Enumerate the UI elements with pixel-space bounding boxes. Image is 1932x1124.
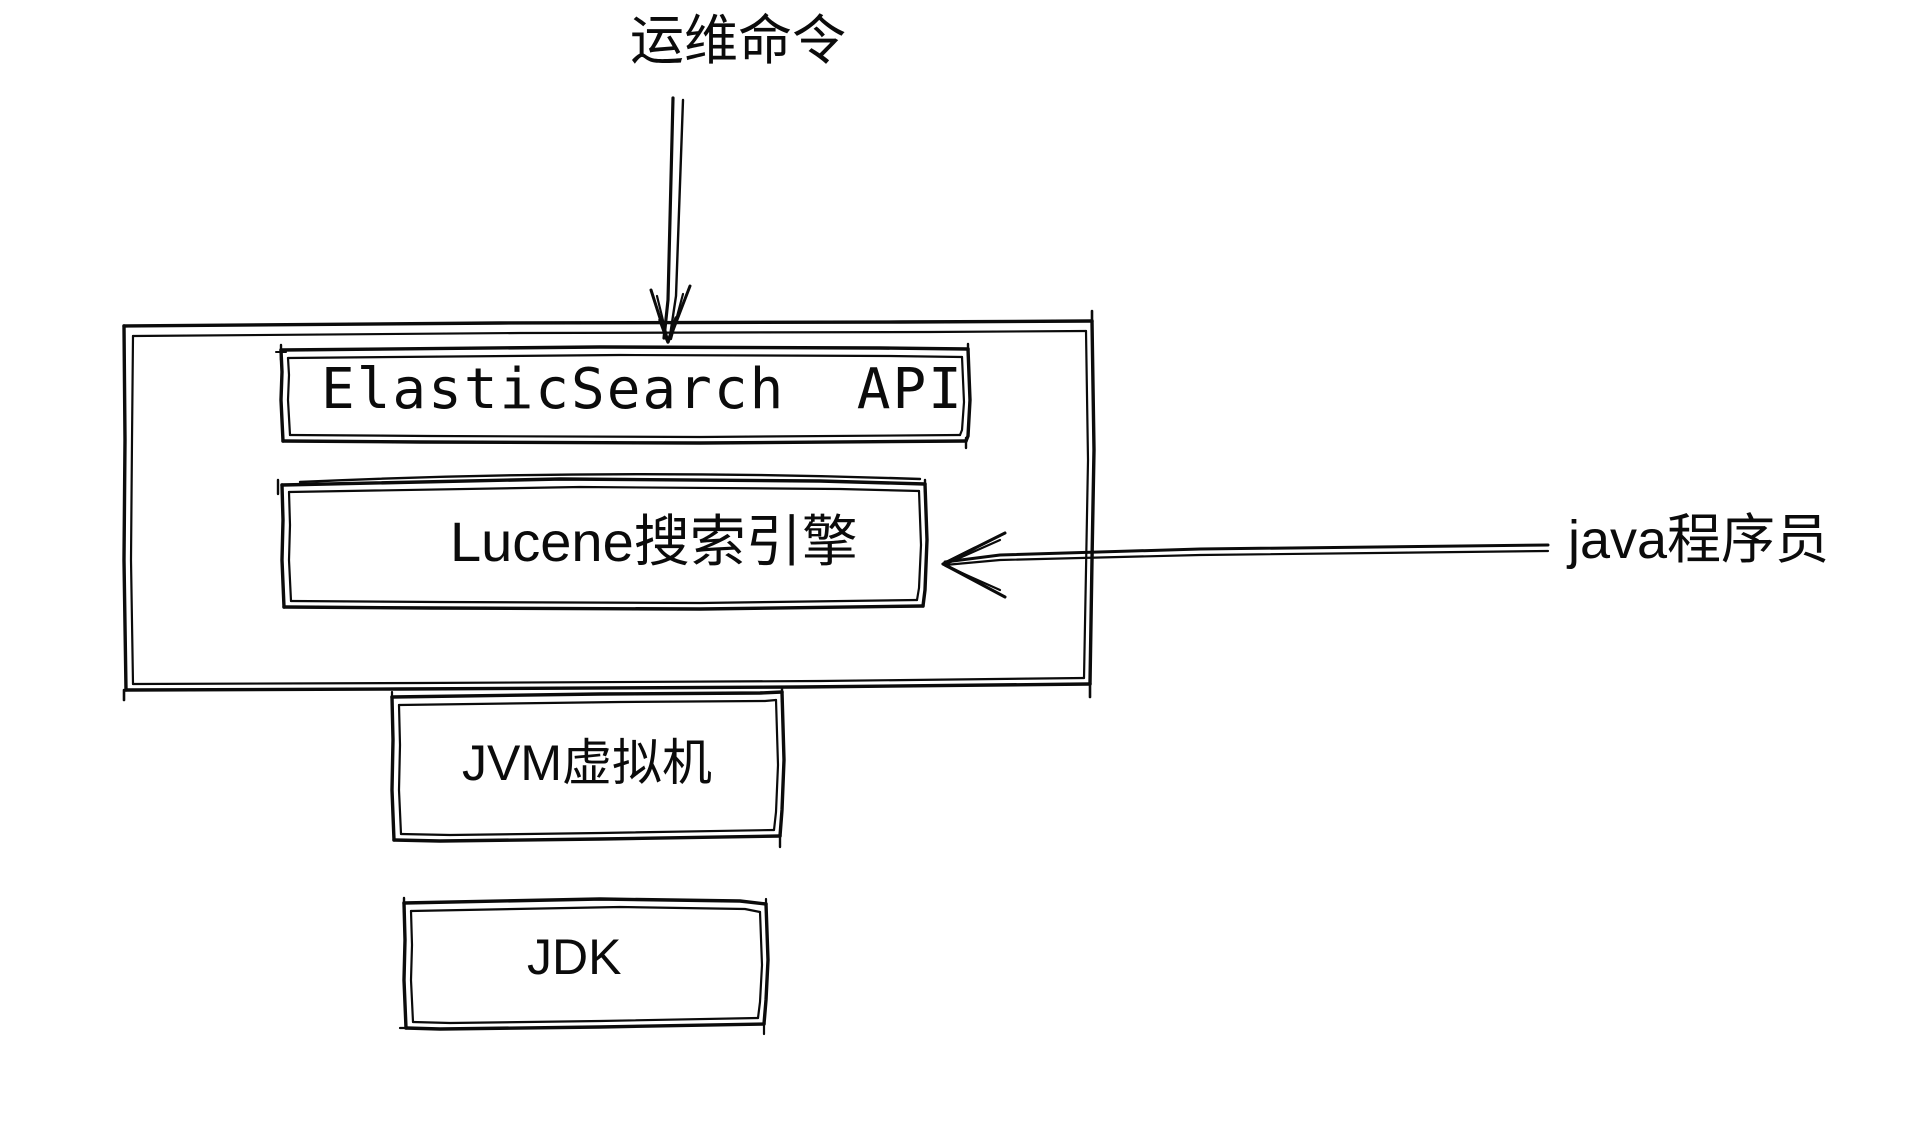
box-label-jvm: JVM虚拟机 [462,735,712,791]
lucene-box-outline [276,472,929,611]
jdk-box-outline [398,896,770,1036]
jvm-box-outline [390,686,786,849]
box-label-elasticsearch-api: ElasticSearch API [321,357,964,422]
annotation-label-ops-command: 运维命令 [630,11,846,71]
box-label-jdk: JDK [527,929,622,985]
ops-command-arrow [649,96,692,344]
elasticsearch-container-outline [122,309,1096,702]
java-developer-arrow [941,531,1550,599]
elasticsearch-api-box-outline [275,342,972,450]
annotation-label-java-developer: java程序员 [1568,510,1830,570]
box-label-lucene: Lucene搜索引擎 [450,510,858,573]
